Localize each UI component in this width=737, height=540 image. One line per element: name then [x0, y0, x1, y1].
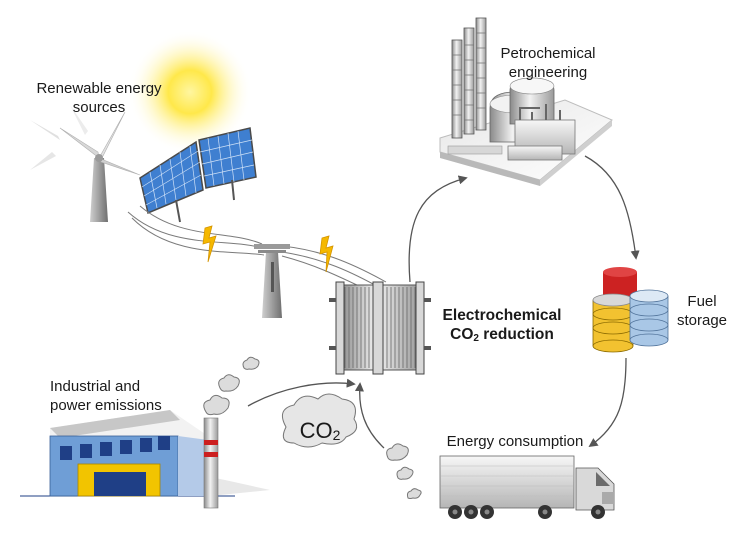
- smoke-cloud-icon: [203, 356, 422, 499]
- co2-subscript: 2: [473, 333, 479, 344]
- co2-cloud-subscript: 2: [332, 427, 341, 443]
- electrolyzer-stack-icon: [329, 281, 431, 375]
- co2-text: CO: [450, 326, 474, 343]
- renewable-energy-label: Renewable energy sources: [14, 79, 184, 117]
- renewable-energy-line2: sources: [72, 99, 126, 116]
- electrochemical-label: Electrochemical CO2 reduction: [432, 306, 572, 348]
- wind-turbine-icon: [30, 105, 141, 222]
- fuel-storage-line1: Fuel: [687, 293, 717, 310]
- arrow-truck-to-reactor: [354, 382, 385, 449]
- factory-icon: [20, 410, 270, 509]
- sun-icon: [128, 30, 252, 154]
- petrochemical-label: Petrochemical engineering: [478, 44, 618, 82]
- lightning-bolt-icon: [202, 225, 334, 273]
- industrial-emissions-label: Industrial and power emissions: [50, 377, 200, 415]
- energy-consumption-label: Energy consumption: [430, 432, 600, 451]
- reduction-text: reduction: [478, 326, 554, 343]
- petrochemical-line2: engineering: [508, 64, 588, 81]
- co2-cloud-label: CO2: [290, 419, 350, 447]
- arrow-emissions-to-reactor: [247, 378, 356, 407]
- solar-panel-icon: [139, 127, 257, 223]
- arrow-to-energy-consumption: [588, 357, 627, 448]
- arrow-to-petrochemical: [408, 175, 468, 283]
- industrial-line1: Industrial and: [50, 378, 141, 395]
- fuel-storage-line2: storage: [676, 312, 728, 329]
- electrochemical-line1: Electrochemical: [442, 307, 562, 324]
- electrochemical-line2: CO2 reduction: [432, 325, 572, 348]
- power-pylon-icon: [254, 244, 290, 318]
- power-line-icon: [127, 205, 387, 297]
- arrow-to-fuel-storage: [584, 155, 640, 260]
- fuel-tank-icon: [592, 267, 669, 353]
- truck-icon: [439, 455, 615, 519]
- energy-consumption-text: Energy consumption: [446, 433, 584, 450]
- co2-cloud-text: CO: [299, 418, 333, 443]
- cycle-arrows: [247, 155, 640, 449]
- petrochemical-line1: Petrochemical: [500, 45, 596, 62]
- industrial-line2: power emissions: [50, 397, 162, 414]
- petrochemical-plant-icon: [439, 17, 613, 186]
- renewable-energy-line1: Renewable energy: [36, 80, 162, 97]
- fuel-storage-label: Fuel storage: [672, 292, 732, 330]
